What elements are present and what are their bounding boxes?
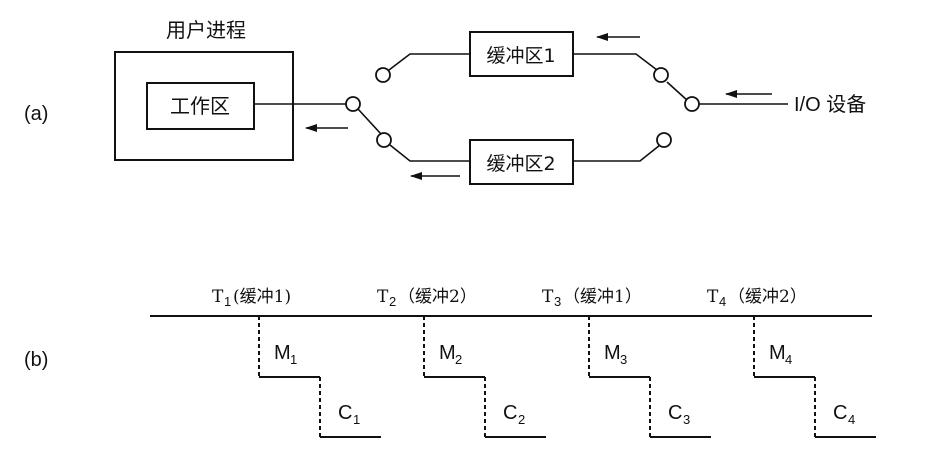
step-c-label: C [833, 402, 847, 424]
timeline-t-subscript: 4 [719, 294, 726, 309]
step-m-subscript: 2 [455, 352, 462, 367]
timeline-t-label: T [212, 287, 224, 307]
buffer2-box [469, 139, 574, 185]
part-b-label: (b) [24, 349, 48, 371]
lower-right-wire [573, 144, 661, 162]
right-switch-pivot [684, 96, 700, 112]
step-c-subscript: 3 [683, 412, 690, 427]
step-c-subscript: 4 [848, 412, 855, 427]
timeline-t-label: T [377, 287, 389, 307]
work-area-box [146, 82, 255, 130]
timeline-t-label: T [707, 287, 719, 307]
right-switch-blade [666, 81, 689, 102]
timeline-buffer-label: （缓冲2） [728, 287, 807, 307]
step-m-label: M [769, 342, 786, 364]
timeline-buffer-label: （缓冲1） [563, 287, 642, 307]
user-process-box [114, 51, 294, 161]
buffer2-label: 缓冲区2 [486, 153, 555, 175]
upper-left-wire [388, 53, 470, 71]
timeline-buffer-label: (缓冲1) [233, 287, 291, 307]
step-m-label: M [439, 342, 456, 364]
step-m-subscript: 3 [620, 352, 627, 367]
work-area-label: 工作区 [170, 94, 230, 118]
step-c-label: C [668, 402, 682, 424]
step-c-label: C [338, 402, 352, 424]
left-lower-contact [376, 132, 392, 148]
right-upper-contact [653, 67, 669, 83]
step-m-label: M [604, 342, 621, 364]
upper-right-wire [573, 53, 658, 71]
left-upper-contact [375, 67, 391, 83]
timeline-t-subscript: 2 [389, 294, 396, 309]
step-m-subscript: 4 [785, 352, 792, 367]
right-lower-contact [656, 132, 672, 148]
timeline-t-subscript: 3 [554, 294, 561, 309]
step-c-label: C [503, 402, 517, 424]
left-switch-blade [357, 108, 382, 135]
buffer1-label: 缓冲区1 [486, 45, 555, 67]
timeline-buffer-label: （缓冲2） [398, 287, 477, 307]
step-m-subscript: 1 [290, 352, 297, 367]
timeline-t-label: T [542, 287, 554, 307]
user-process-title: 用户进程 [166, 18, 246, 42]
lower-left-wire [389, 144, 470, 162]
io-device-label: I/O 设备 [794, 93, 866, 116]
step-m-label: M [274, 342, 291, 364]
part-a-label: (a) [24, 103, 48, 125]
left-switch-pivot [345, 96, 361, 112]
step-c-subscript: 2 [518, 412, 525, 427]
timeline-t-subscript: 1 [224, 294, 231, 309]
step-c-subscript: 1 [353, 412, 360, 427]
